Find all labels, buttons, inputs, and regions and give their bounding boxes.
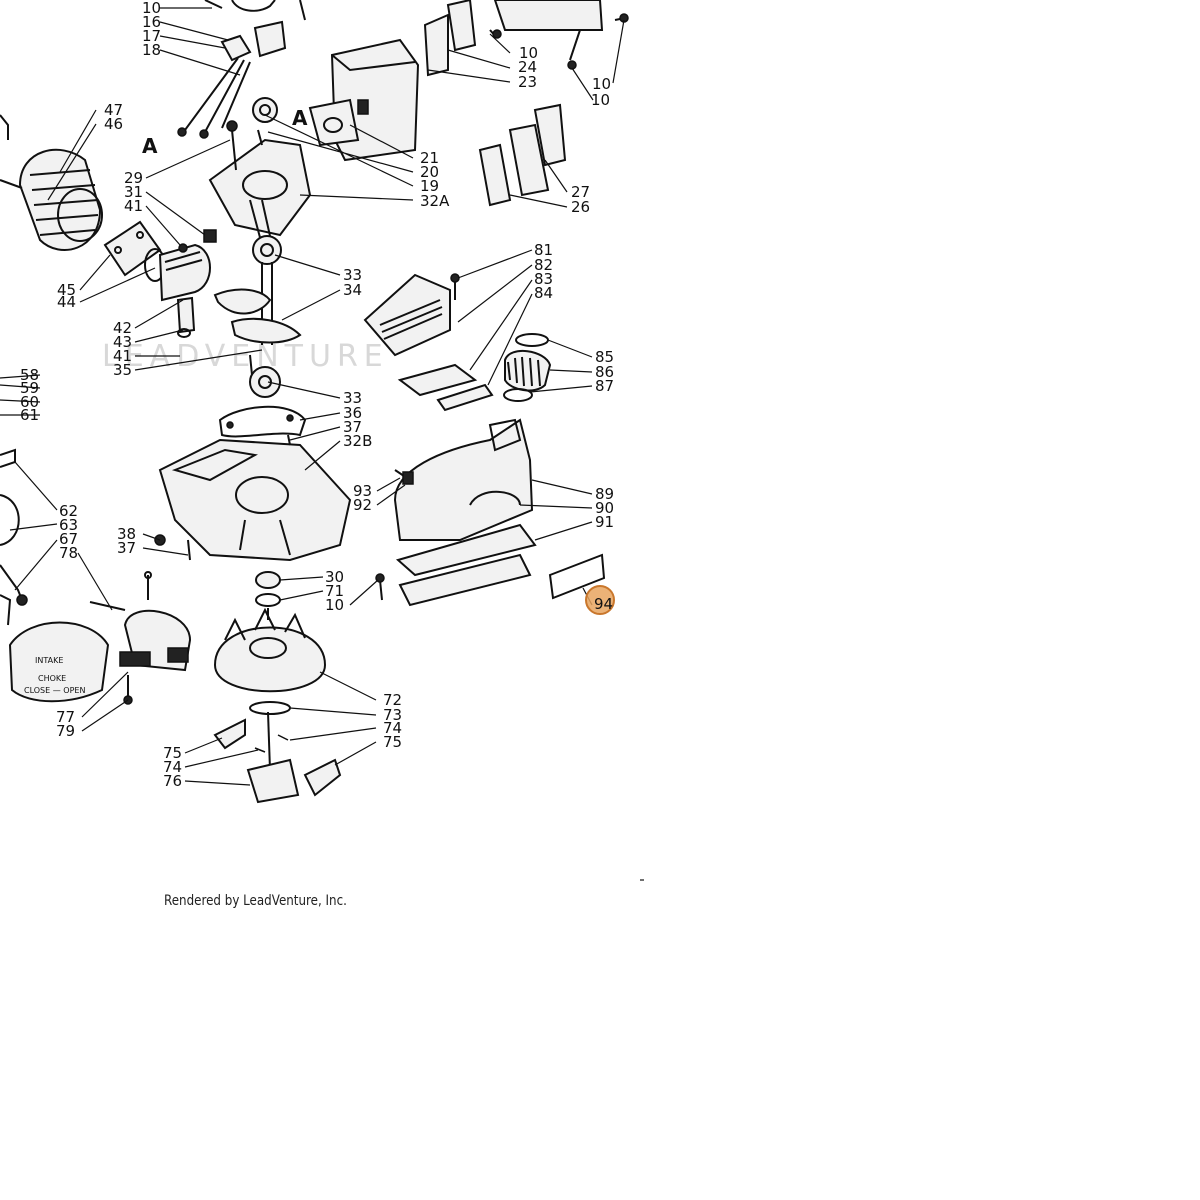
- callout-label[interactable]: 41: [113, 347, 132, 365]
- choke-label: CHOKE: [38, 674, 66, 683]
- callout-label[interactable]: 10: [591, 91, 610, 109]
- gasket-drawing: [103, 220, 162, 277]
- callout-label[interactable]: 91: [595, 513, 614, 531]
- section-marker-right: A: [292, 106, 308, 130]
- callout-label[interactable]: 74: [383, 719, 402, 737]
- shield-drawing: [363, 273, 494, 412]
- callout-label[interactable]: 16: [142, 13, 161, 31]
- callout-label[interactable]: 36: [343, 404, 362, 422]
- footer-credit: Rendered by LeadVenture, Inc.: [164, 893, 347, 909]
- intake-cover-drawing: INTAKE CHOKE CLOSE — OPEN: [8, 621, 110, 703]
- callout-label[interactable]: 86: [595, 363, 614, 381]
- callout-label[interactable]: 31: [124, 183, 143, 201]
- callout-label[interactable]: 87: [595, 377, 614, 395]
- callout-label[interactable]: 24: [518, 58, 537, 76]
- callout-label[interactable]: 72: [383, 691, 402, 709]
- choke-position-label: CLOSE — OPEN: [24, 686, 85, 695]
- plates-drawing: [478, 103, 567, 207]
- flywheel-drawing: [213, 571, 342, 804]
- callout-label[interactable]: 76: [163, 772, 182, 790]
- callout-label[interactable]: 81: [534, 241, 553, 259]
- callout-label[interactable]: 77: [56, 708, 75, 726]
- callout-label[interactable]: 92: [353, 496, 372, 514]
- callout-label[interactable]: 10: [519, 44, 538, 62]
- callout-label[interactable]: 46: [104, 115, 123, 133]
- callout-label[interactable]: 42: [113, 319, 132, 337]
- callout-label[interactable]: 26: [571, 198, 590, 216]
- callout-label[interactable]: 44: [57, 293, 76, 311]
- callout-label[interactable]: 29: [124, 169, 143, 187]
- callout-label[interactable]: 59: [20, 379, 39, 397]
- ignition-coil-drawing: [177, 0, 306, 139]
- callout-label[interactable]: 32A: [420, 192, 450, 210]
- callout-label[interactable]: 21: [420, 149, 439, 167]
- callout-label[interactable]: 85: [595, 348, 614, 366]
- callout-label[interactable]: 90: [595, 499, 614, 517]
- callout-label[interactable]: 20: [420, 163, 439, 181]
- callout-label[interactable]: 27: [571, 183, 590, 201]
- callout-label[interactable]: 45: [57, 281, 76, 299]
- muffler-drawing: [308, 0, 629, 162]
- callout-label[interactable]: 74: [163, 758, 182, 776]
- callout-label[interactable]: 93: [353, 482, 372, 500]
- callout-label[interactable]: 75: [163, 744, 182, 762]
- callout-label[interactable]: 78: [59, 544, 78, 562]
- crankcase-lower-drawing: [154, 405, 352, 562]
- callout-label[interactable]: 84: [534, 284, 553, 302]
- callout-label[interactable]: 37: [117, 539, 136, 557]
- callout-label[interactable]: 75: [383, 733, 402, 751]
- callout-labels: 10 16 17 18 47 46 29 31 41 45 44 42 43 4…: [20, 0, 614, 790]
- intake-label: INTAKE: [35, 656, 63, 665]
- leader-lines: [0, 7, 625, 786]
- callout-label[interactable]: 33: [343, 266, 362, 284]
- callout-label[interactable]: 62: [59, 502, 78, 520]
- highlight-circle[interactable]: [585, 585, 615, 615]
- callout-label[interactable]: 35: [113, 361, 132, 379]
- callout-label[interactable]: 10: [325, 596, 344, 614]
- cylinder-drawing: [0, 114, 103, 251]
- callout-label[interactable]: 10: [592, 75, 611, 93]
- callout-label[interactable]: 89: [595, 485, 614, 503]
- callout-label-highlighted[interactable]: 94: [594, 595, 613, 613]
- callout-label[interactable]: 34: [343, 281, 362, 299]
- fuel-tank-drawing: [375, 418, 537, 607]
- callout-label[interactable]: 71: [325, 582, 344, 600]
- callout-label[interactable]: 18: [142, 41, 161, 59]
- callout-label[interactable]: 79: [56, 722, 75, 740]
- callout-label[interactable]: 41: [124, 197, 143, 215]
- callout-label[interactable]: 67: [59, 530, 78, 548]
- left-edge-parts-drawing: [0, 448, 28, 626]
- callout-label[interactable]: 17: [142, 27, 161, 45]
- callout-label[interactable]: 47: [104, 101, 123, 119]
- ignition-module-drawing: [89, 571, 192, 705]
- callout-label[interactable]: 61: [20, 406, 39, 424]
- callout-label[interactable]: 83: [534, 270, 553, 288]
- callout-label[interactable]: 38: [117, 525, 136, 543]
- callout-label[interactable]: 82: [534, 256, 553, 274]
- callout-label[interactable]: 63: [59, 516, 78, 534]
- callout-label[interactable]: 73: [383, 706, 402, 724]
- callout-label[interactable]: 32B: [343, 432, 372, 450]
- callout-label[interactable]: 19: [420, 177, 439, 195]
- callout-label[interactable]: 58: [20, 366, 39, 384]
- callout-label[interactable]: 23: [518, 73, 537, 91]
- piston-drawing: [144, 243, 211, 338]
- callout-label[interactable]: 33: [343, 389, 362, 407]
- crankshaft-drawing: [213, 235, 302, 398]
- callout-label[interactable]: 37: [343, 418, 362, 436]
- crankcase-upper-drawing: [203, 97, 312, 246]
- section-marker-left: A: [142, 134, 158, 158]
- callout-label[interactable]: 60: [20, 393, 39, 411]
- callout-label[interactable]: 43: [113, 333, 132, 351]
- callout-label[interactable]: 30: [325, 568, 344, 586]
- callout-label[interactable]: 10: [142, 0, 161, 17]
